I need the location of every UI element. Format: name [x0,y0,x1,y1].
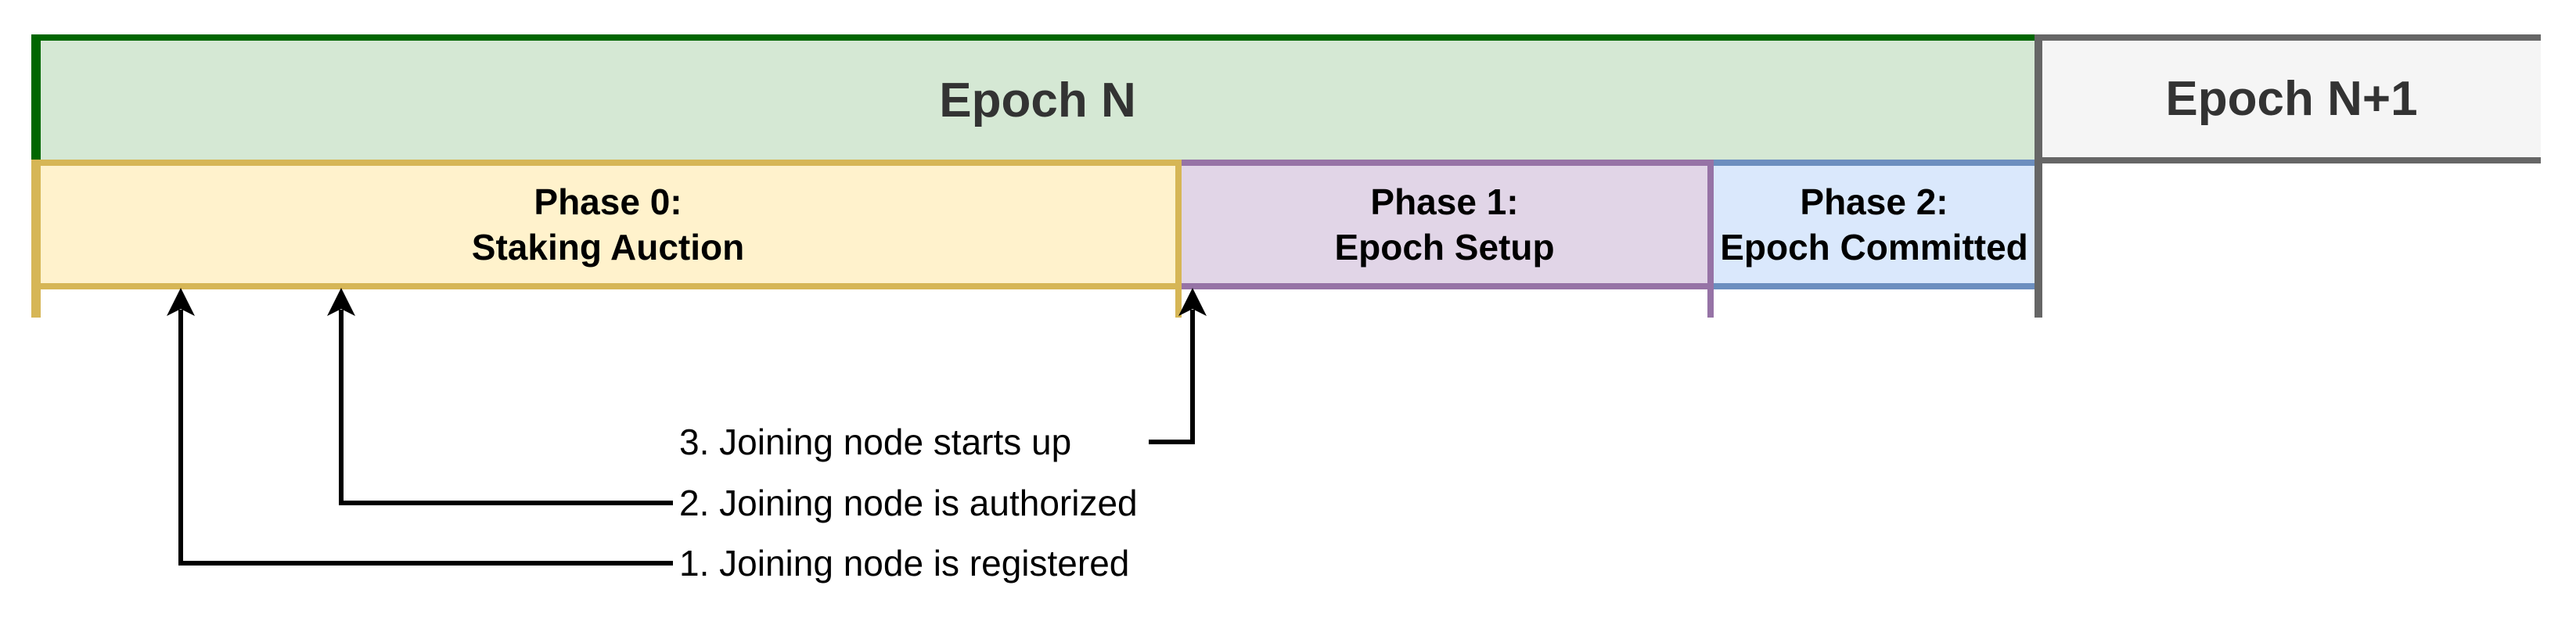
phase-0-box: Phase 0: Staking Auction [31,160,1182,289]
phase-1-subtitle: Epoch Setup [1334,227,1555,268]
epoch-n1-label: Epoch N+1 [2165,72,2418,126]
phase-0-end-tick [1175,289,1182,318]
phase-0-title: Phase 0: [534,181,682,222]
epoch-n-label: Epoch N [939,73,1136,127]
epoch-n-box: Epoch N [31,34,2035,160]
annotation-arrow-3-connector [1149,440,1195,444]
phase-1-title: Phase 1: [1370,181,1519,222]
annotation-arrow-1-shaft [178,310,183,566]
phase-0-start-tick [31,289,41,318]
up-arrowhead-icon [167,288,195,316]
annotation-label-3: 3. Joining node starts up [679,422,1072,462]
annotation-label-2: 2. Joining node is authorized [679,483,1138,523]
annotation-arrow-2-shaft [339,310,344,505]
phase-2-subtitle: Epoch Committed [1720,227,2028,268]
annotation-arrow-2-connector [341,501,673,505]
annotation-label-1: 1. Joining node is registered [679,543,1130,584]
epoch-n1-box: Epoch N+1 [2042,34,2541,163]
phase-0-subtitle: Staking Auction [471,227,745,268]
phase-2-title: Phase 2: [1800,181,1948,222]
phase-1-end-tick [1707,289,1714,318]
phase-2-box: Phase 2: Epoch Committed [1714,160,2035,289]
up-arrowhead-icon [327,288,355,316]
annotation-arrow-3-shaft [1190,310,1195,444]
up-arrowhead-icon [1178,288,1207,316]
annotation-arrow-1-connector [181,561,673,566]
phase-1-box: Phase 1: Epoch Setup [1182,160,1714,289]
epoch-boundary-divider [2035,34,2042,318]
